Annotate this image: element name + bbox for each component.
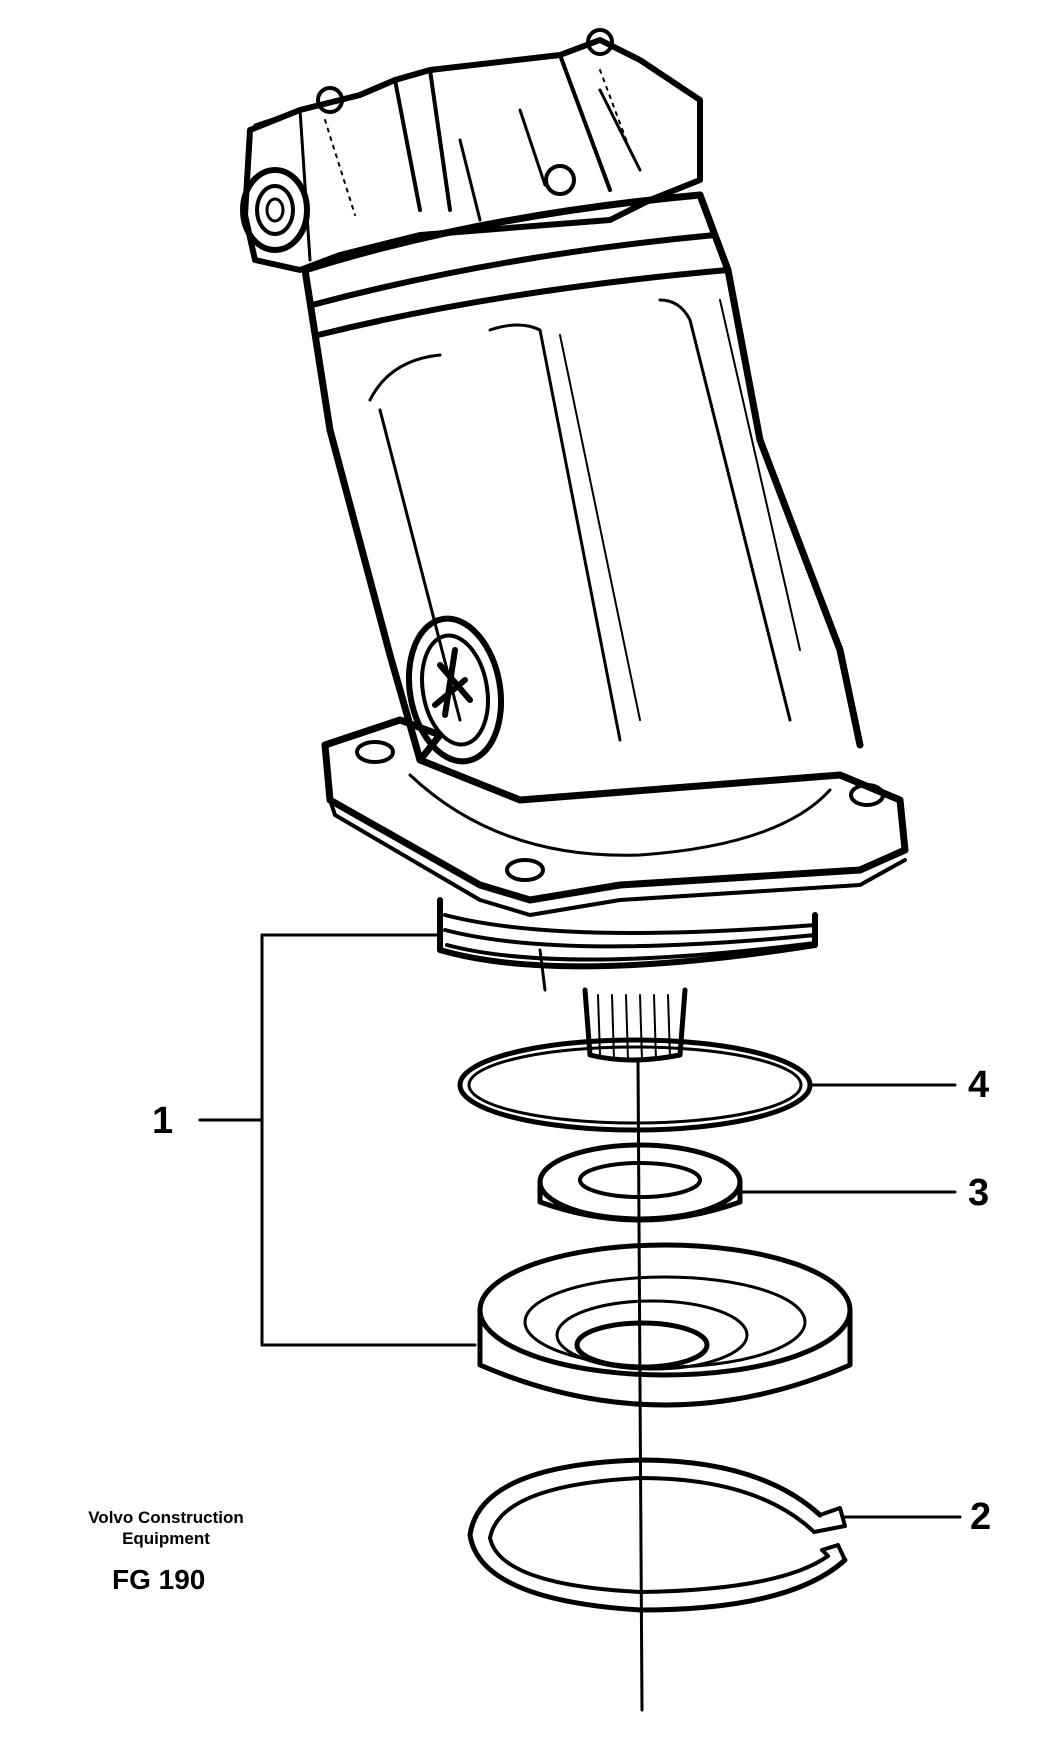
figure-code: FG 190 xyxy=(112,1564,206,1595)
motor-collar xyxy=(301,191,732,434)
manufacturer-badge xyxy=(405,615,505,765)
publisher-line-2: Equipment xyxy=(122,1529,210,1549)
leader-lines xyxy=(198,933,962,1519)
publisher-label: Volvo Construction Equipment xyxy=(56,1507,276,1550)
splined-shaft xyxy=(582,987,688,1063)
publisher-line-1: Volvo Construction xyxy=(88,1508,244,1527)
seal-holder xyxy=(477,1242,853,1408)
washer xyxy=(537,1142,743,1223)
o-ring xyxy=(457,1037,813,1133)
motor-head xyxy=(240,28,703,273)
callout-2-label: 2 xyxy=(970,1496,992,1538)
retaining-ring xyxy=(467,1457,848,1613)
callout-1-bracket xyxy=(260,933,477,1347)
callout-3-label: 3 xyxy=(968,1172,990,1214)
hydraulic-motor xyxy=(240,28,909,1063)
callout-1-label: 1 xyxy=(152,1100,174,1142)
mounting-flange xyxy=(321,716,909,917)
callout-4-label: 4 xyxy=(968,1064,990,1106)
threaded-spigot xyxy=(437,897,818,992)
assembly-axis xyxy=(636,1058,644,1712)
